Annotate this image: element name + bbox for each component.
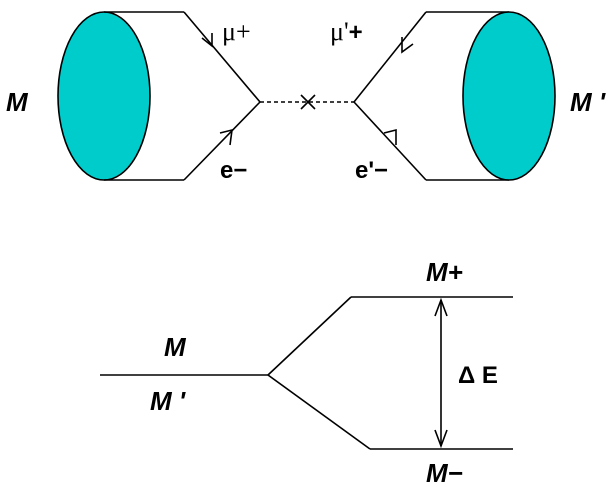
delta-e-arrowhead-bottom-icon <box>434 429 448 449</box>
e-minus-arrow-icon <box>219 128 233 146</box>
e-prime-minus-arrow-icon <box>383 128 397 145</box>
e-minus-line <box>183 101 261 181</box>
mu-prime-plus-label: μ'+ <box>330 17 363 46</box>
upper-split-line <box>267 296 352 376</box>
upper-level-label: M+ <box>426 257 463 287</box>
delta-e-arrowhead-top-icon <box>434 297 448 317</box>
e-prime-minus-label: e'− <box>355 157 388 184</box>
lower-level-label: M− <box>426 458 463 488</box>
mu-prime-plus-line <box>353 11 427 103</box>
right-meson-blob <box>462 11 556 181</box>
state-m-label: M <box>164 332 187 362</box>
mu-plus-line <box>183 11 261 103</box>
mu-prime-plus-sign: + <box>349 19 363 46</box>
mu-plus-arrow-icon <box>201 33 213 48</box>
left-meson-label: M <box>6 87 29 117</box>
state-m-prime-label: M ' <box>150 386 186 416</box>
mu-plus-label: μ+ <box>222 17 251 46</box>
lower-split-line <box>267 374 371 450</box>
right-meson-label: M ' <box>570 87 606 117</box>
e-minus-label: e− <box>220 157 247 184</box>
cross-icon <box>300 94 316 110</box>
left-meson-blob <box>57 11 151 181</box>
mu-prime-plus-base: μ' <box>330 17 349 46</box>
delta-e-label: Δ E <box>458 362 498 389</box>
e-prime-minus-line <box>353 101 427 181</box>
mu-prime-plus-arrow-icon <box>401 37 414 54</box>
